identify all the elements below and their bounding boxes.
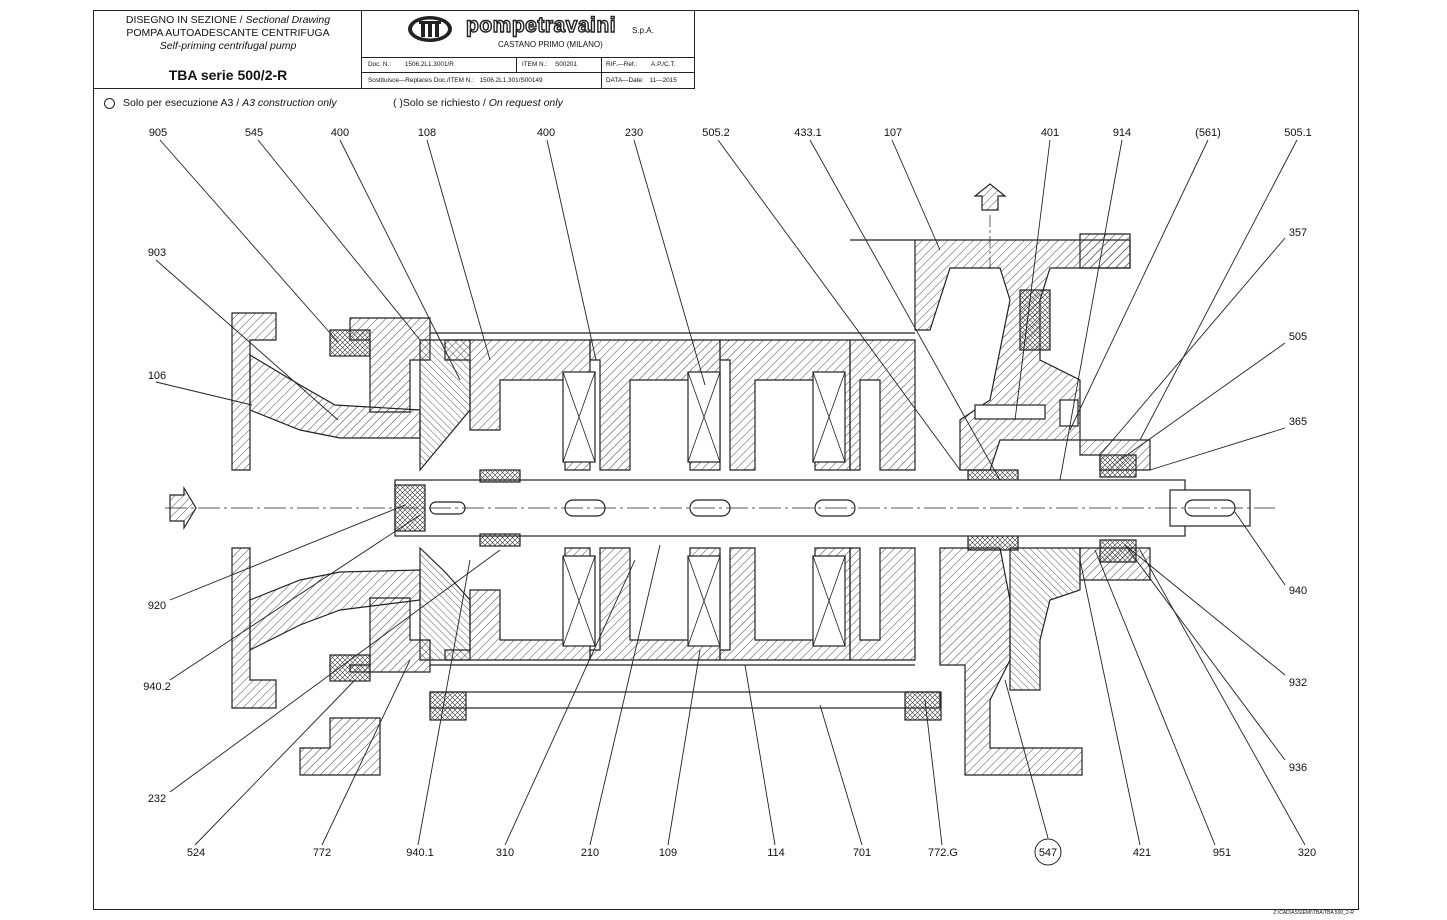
date-value: 11—2015 <box>649 77 677 84</box>
leader-lines <box>155 139 1306 846</box>
label-936: 936 <box>1289 762 1307 774</box>
footer-file-path: Z:\CAD\ASSIEMI\TBA\TBA 500_2-R <box>1273 910 1354 916</box>
label-505-2: 505.2 <box>702 127 730 139</box>
left-labels: 903 106 920 940.2 232 <box>143 247 171 805</box>
replaces-label: Sostituisce—Replaces Doc./ITEM N.: <box>368 77 474 84</box>
label-940-2: 940.2 <box>143 681 171 693</box>
circle-marker-icon <box>104 98 115 109</box>
note-request-it: ( )Solo se richiesto <box>393 97 480 109</box>
label-914: 914 <box>1113 127 1131 139</box>
ref-value: A.P./C.T. <box>651 61 676 68</box>
label-505-1: 505.1 <box>1284 127 1312 139</box>
note-a3-en: A3 construction only <box>242 97 337 109</box>
title-line2: POMPA AUTOADESCANTE CENTRIFUGA <box>126 27 330 39</box>
label-505: 505 <box>1289 331 1307 343</box>
title-block-description: DISEGNO IN SEZIONE / Sectional Drawing P… <box>94 11 362 89</box>
label-232: 232 <box>148 793 166 805</box>
label-357: 357 <box>1289 227 1307 239</box>
note-a3-it: Solo per esecuzione A3 <box>123 97 234 109</box>
top-labels: 905 545 400 108 400 230 505.2 433.1 107 … <box>149 127 1312 139</box>
label-772: 772 <box>313 847 331 859</box>
label-365: 365 <box>1289 416 1307 428</box>
label-547-circle <box>1034 838 1062 866</box>
label-310: 310 <box>496 847 514 859</box>
title-block-company: pompetravaini S.p.A. CASTANO PRIMO (MILA… <box>362 11 695 89</box>
label-701: 701 <box>853 847 871 859</box>
label-951: 951 <box>1213 847 1231 859</box>
label-524: 524 <box>187 847 205 859</box>
label-903: 903 <box>148 247 166 259</box>
right-labels: 357 505 365 940 932 936 <box>1289 227 1307 774</box>
brand-name: pompetravaini <box>465 13 617 37</box>
note-request: ( )Solo se richiesto / On request only <box>393 97 563 109</box>
doc-value: 1506.2L1.3001/R <box>404 61 454 68</box>
replaces-value: 1506.2L1.301/S00149 <box>479 77 543 84</box>
title-line1-en: Sectional Drawing <box>245 14 331 26</box>
item-value: S00201 <box>555 61 578 68</box>
model-title: TBA serie 500/2-R <box>168 67 288 83</box>
label-547: 547 <box>1039 847 1057 859</box>
note-request-en: On request only <box>488 97 563 109</box>
label-109: 109 <box>659 847 677 859</box>
label-772-g: 772.G <box>928 847 958 859</box>
bottom-labels: 524 772 940.1 310 210 109 114 701 772.G … <box>187 847 1316 859</box>
company-suffix: S.p.A. <box>632 26 654 35</box>
label-940: 940 <box>1289 585 1307 597</box>
label-114: 114 <box>767 847 785 859</box>
label-107: 107 <box>884 127 902 139</box>
label-210: 210 <box>581 847 599 859</box>
label-433-1: 433.1 <box>794 127 822 139</box>
label-940-1: 940.1 <box>406 847 434 859</box>
label-108: 108 <box>418 127 436 139</box>
title-line1: DISEGNO IN SEZIONE <box>125 14 237 26</box>
doc-label: Doc. N.: <box>368 61 392 68</box>
label-106: 106 <box>148 370 166 382</box>
item-label: ITEM N.: <box>522 61 548 68</box>
label-320: 320 <box>1298 847 1316 859</box>
company-location: CASTANO PRIMO (MILANO) <box>498 40 603 49</box>
label-421: 421 <box>1133 847 1151 859</box>
label-932: 932 <box>1289 677 1307 689</box>
label-401: 401 <box>1041 127 1059 139</box>
label-400b: 400 <box>537 127 555 139</box>
label-905: 905 <box>149 127 167 139</box>
label-920: 920 <box>148 600 166 612</box>
label-545: 545 <box>245 127 263 139</box>
drawing-sheet-border <box>93 10 1359 910</box>
title-line2-en: Self-priming centrifugal pump <box>159 40 297 52</box>
pump-section <box>169 183 1251 776</box>
date-label: DATA—Date: <box>606 77 644 84</box>
label-230: 230 <box>625 127 643 139</box>
label-400: 400 <box>331 127 349 139</box>
label-561: (561) <box>1195 127 1221 139</box>
ref-label: RIF.—Ref.: <box>606 61 638 68</box>
note-a3: Solo per esecuzione A3 / A3 construction… <box>123 97 337 109</box>
company-logo-icon <box>408 16 452 42</box>
